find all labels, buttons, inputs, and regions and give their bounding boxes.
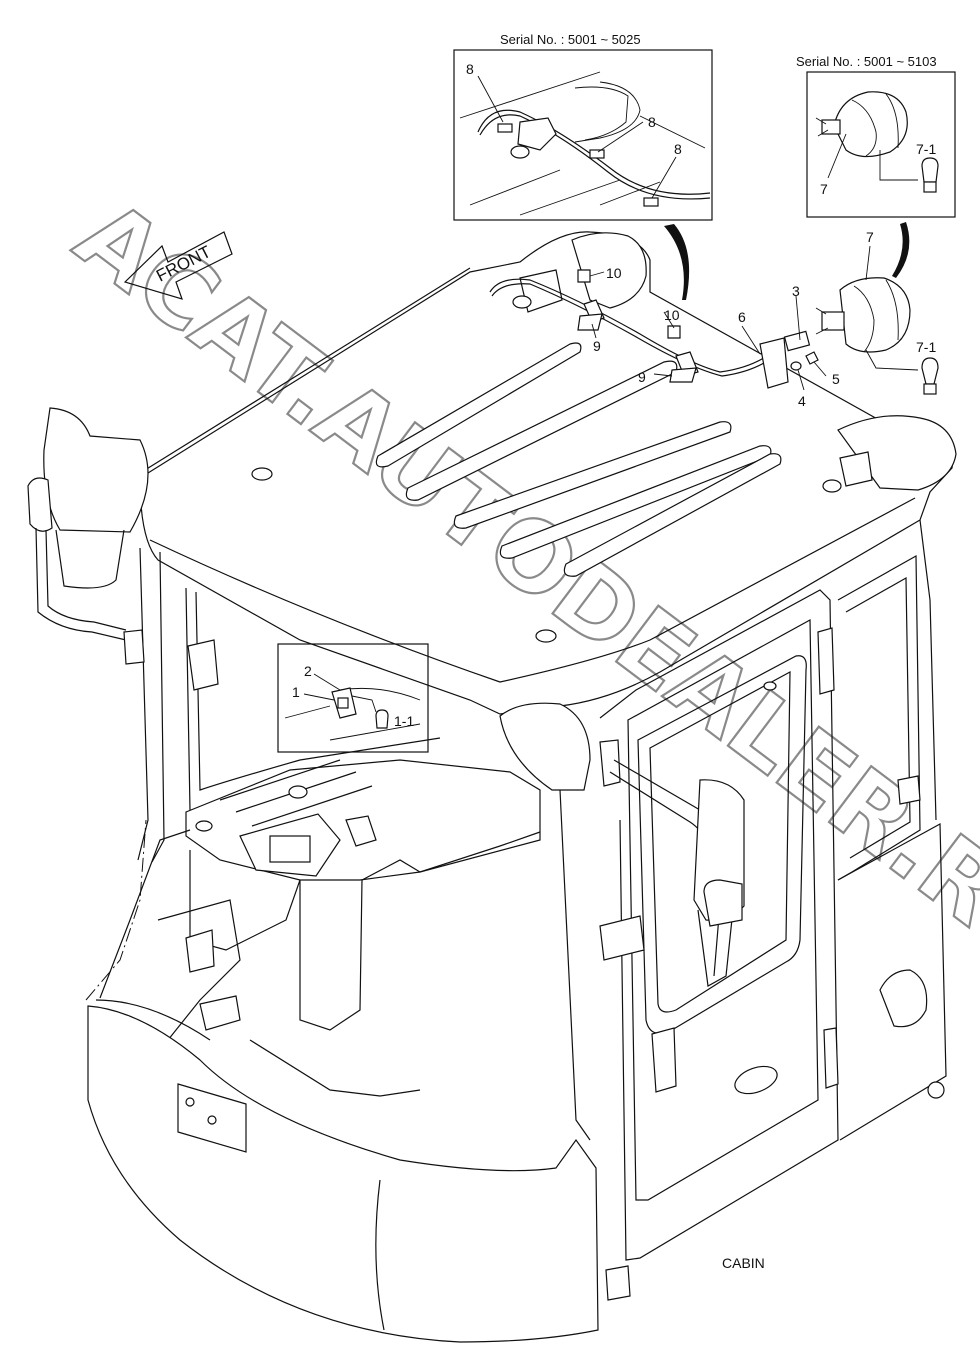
callout-7-1-inset: 7-1	[916, 141, 936, 157]
pointer-arrow-wiring	[664, 224, 690, 300]
inset-beacon-wiring: Serial No. : 5001 ~ 5025 8 8 8	[453, 32, 713, 221]
callout-9b: 9	[638, 369, 646, 385]
callout-10b: 10	[664, 307, 680, 323]
cabin-label: CABIN	[722, 1255, 765, 1271]
inset-frame	[453, 49, 713, 221]
serial-label-wiring: Serial No. : 5001 ~ 5025	[500, 32, 641, 47]
callout-9a: 9	[593, 338, 601, 354]
pointer-arrow-lamp	[892, 222, 910, 278]
callout-5: 5	[832, 371, 840, 387]
inset-beacon-lamp: Serial No. : 5001 ~ 5103 7 7-1	[796, 54, 956, 218]
beacon-wiring-main: 10 10 9 9 6 3 7 5 4 7-1	[489, 229, 939, 409]
serial-label-lamp: Serial No. : 5001 ~ 5103	[796, 54, 937, 69]
callout-1: 1	[292, 684, 300, 700]
cabin-body	[27, 231, 957, 1343]
callout-6: 6	[738, 309, 746, 325]
callout-7-1: 7-1	[916, 339, 936, 355]
inset-switch-detail: 2 1 1-1	[277, 643, 429, 753]
callout-8c: 8	[674, 141, 682, 157]
callout-2: 2	[304, 663, 312, 679]
callout-7: 7	[866, 229, 874, 245]
callout-1-1: 1-1	[394, 713, 414, 729]
callout-10a: 10	[606, 265, 622, 281]
callout-3: 3	[792, 283, 800, 299]
callout-8b: 8	[648, 114, 656, 130]
callout-4: 4	[798, 393, 806, 409]
callout-8a: 8	[466, 61, 474, 77]
callout-7-inset: 7	[820, 181, 828, 197]
inset-frame-lamp	[806, 71, 956, 218]
